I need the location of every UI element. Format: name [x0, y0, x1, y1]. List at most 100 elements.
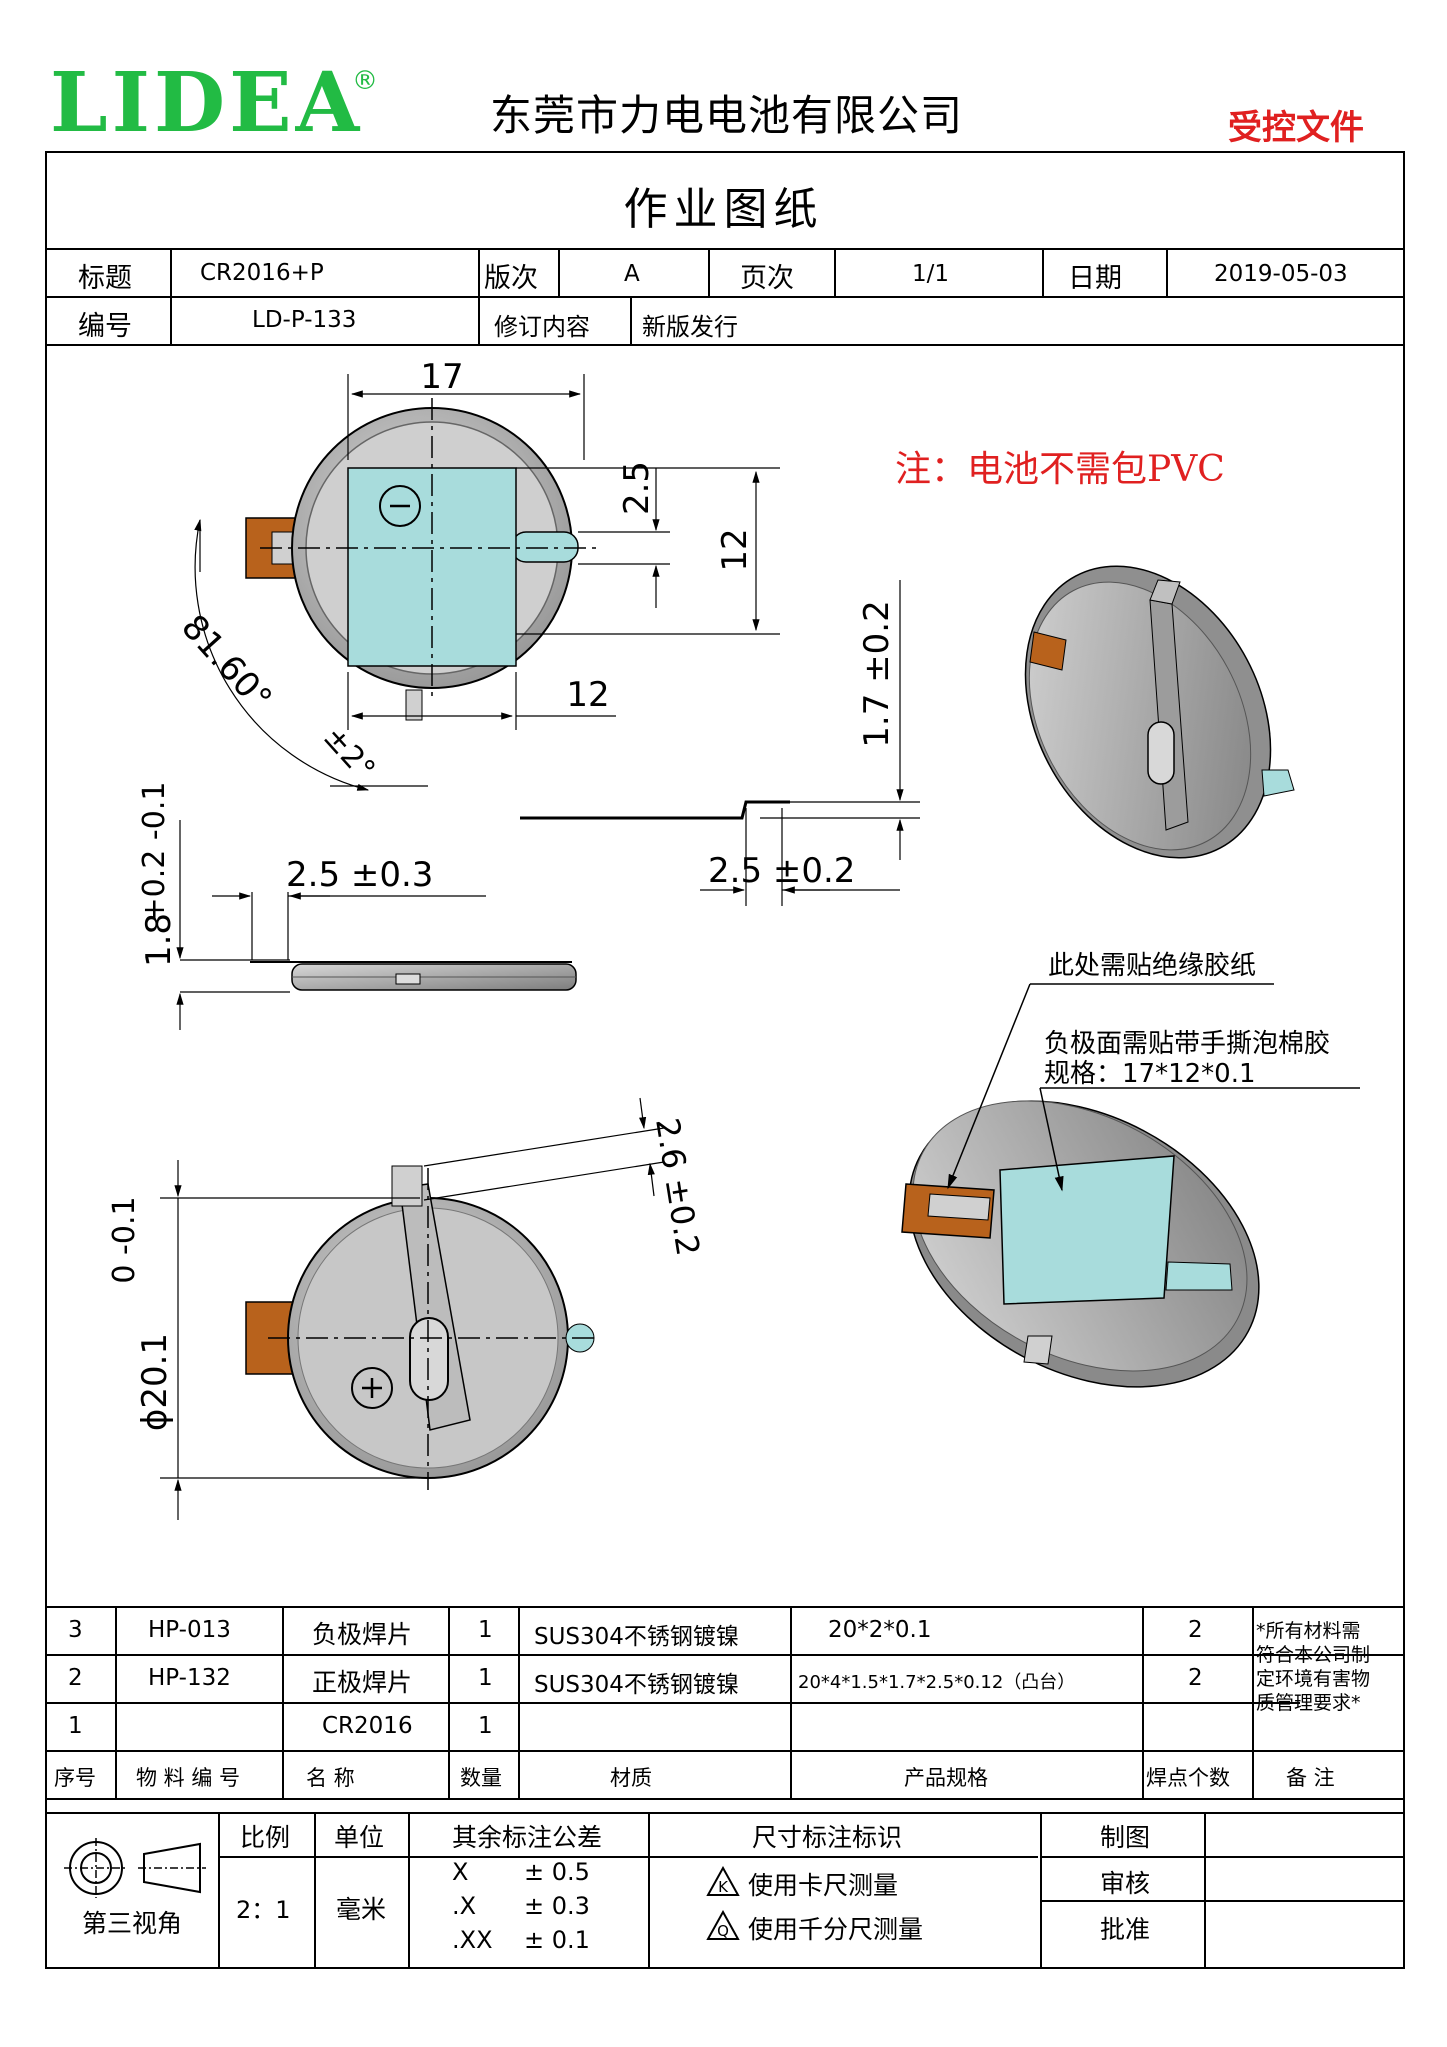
bom-qty: 1 [478, 1713, 493, 1739]
tolerance-value: ± 0.5 [524, 1858, 590, 1886]
bom-remark-line: 符合本公司制 [1256, 1644, 1371, 1666]
bom-header-seq: 序号 [54, 1766, 96, 1790]
scale-label: 比例 [240, 1823, 291, 1852]
callout-foam-line2: 规格：17*12*0.1 [1044, 1059, 1256, 1089]
bom-material: SUS304不锈钢镀镍 [534, 1624, 739, 1650]
page-value: 1/1 [912, 261, 950, 287]
bom-qty: 1 [478, 1665, 493, 1691]
unit-value: 毫米 [336, 1895, 387, 1924]
divider [45, 296, 1405, 298]
bom-remark-line: 质管理要求* [1256, 1692, 1361, 1714]
bom-seq: 1 [68, 1713, 83, 1739]
divider [1252, 1606, 1254, 1799]
dim-2-5-top: 2.5 [617, 461, 657, 515]
side-view: 1.8 +0.2 -0.1 2.5 ±0.3 [137, 782, 577, 1030]
revision-value: 新版发行 [642, 313, 738, 341]
tolerance-value: ± 0.1 [524, 1926, 590, 1954]
divider [45, 1654, 1405, 1656]
bom-header-welds: 焊点个数 [1146, 1766, 1230, 1790]
micrometer-text: 使用千分尺测量 [748, 1915, 924, 1944]
divider [45, 248, 1405, 250]
tolerance-value: ± 0.3 [524, 1892, 590, 1920]
bom-spec: 20*2*0.1 [828, 1617, 932, 1643]
divider [648, 1812, 650, 1968]
divider [45, 344, 1405, 346]
bom-name: 负极焊片 [312, 1620, 413, 1649]
svg-text:Q: Q [717, 1922, 729, 1940]
bom-header-spec: 产品规格 [904, 1766, 988, 1790]
divider [170, 248, 172, 345]
divider [45, 1812, 1405, 1814]
divider [45, 1702, 1300, 1704]
divider [518, 1606, 520, 1799]
bom-material: SUS304不锈钢镀镍 [534, 1672, 739, 1698]
foam-pad-3d [999, 1155, 1175, 1305]
divider [45, 1798, 1405, 1800]
marking-label: 尺寸标注标识 [752, 1823, 903, 1852]
bom-remark-line: *所有材料需 [1256, 1620, 1361, 1642]
registered-mark: ® [352, 66, 378, 96]
bom-name: 正极焊片 [312, 1668, 413, 1697]
divider [1040, 1812, 1042, 1968]
pvc-note: 注：电池不需包PVC [895, 449, 1225, 490]
divider [1042, 248, 1044, 296]
title-label: 标题 [78, 263, 132, 294]
bom-seq: 3 [68, 1617, 83, 1643]
bom-seq: 2 [68, 1665, 83, 1691]
callout-insulation: 此处需贴绝缘胶纸 [1048, 951, 1256, 981]
bom-qty: 1 [478, 1617, 493, 1643]
projection-label: 第三视角 [82, 1909, 183, 1938]
divider [1040, 1856, 1405, 1858]
drawing-title: 作业图纸 [623, 184, 824, 235]
iso-view-front: 此处需贴绝缘胶纸 负极面需贴带手撕泡棉胶 规格：17*12*0.1 [901, 951, 1360, 1388]
divider [218, 1856, 648, 1858]
bom-header-material: 材质 [610, 1766, 652, 1790]
divider [630, 296, 632, 344]
svg-text:K: K [718, 1878, 729, 1896]
divider [1204, 1812, 1206, 1968]
top-view: 17 12 2.5 12 81.60° ±2° [173, 357, 780, 791]
bottom-view: ϕ20.1 0 -0.1 2.6 ±0.2 [107, 1097, 707, 1520]
divider [1166, 248, 1168, 296]
controlled-document-stamp: 受控文件 [1228, 108, 1364, 148]
dim-12-vertical: 12 [715, 528, 755, 571]
unit-label: 单位 [334, 1823, 385, 1852]
dim-2-6: 2.6 ±0.2 [648, 1115, 707, 1258]
dim-1-8-tolerance: +0.2 -0.1 [137, 782, 172, 923]
divider [478, 248, 480, 345]
bom-header-name: 名 称 [306, 1766, 355, 1790]
divider [282, 1606, 284, 1799]
divider [648, 1856, 1038, 1858]
divider [218, 1812, 220, 1968]
scale-value: 2：1 [236, 1896, 291, 1924]
approved-label: 批准 [1100, 1915, 1151, 1944]
minus-symbol-icon [379, 485, 421, 527]
micrometer-warning-icon: Q [706, 1910, 740, 1940]
dim-2-5-step: 2.5 ±0.2 [708, 851, 855, 891]
date-label: 日期 [1068, 263, 1122, 294]
callout-foam-line1: 负极面需贴带手撕泡棉胶 [1044, 1029, 1330, 1059]
tolerance-label: 其余标注公差 [452, 1823, 603, 1852]
company-name: 东莞市力电电池有限公司 [490, 91, 964, 140]
third-angle-projection-icon [64, 1838, 206, 1898]
dim-angle: 81.60° [173, 607, 279, 719]
divider [834, 248, 836, 296]
dim-17: 17 [420, 357, 463, 397]
company-logo: LIDEA [50, 55, 364, 151]
title-value: CR2016+P [200, 260, 324, 286]
number-value: LD-P-133 [252, 307, 357, 333]
drawing-frame [45, 151, 1405, 1969]
divider [1142, 1606, 1144, 1799]
bom-welds: 2 [1188, 1665, 1203, 1691]
bom-spec: 20*4*1.5*1.7*2.5*0.12（凸台） [798, 1672, 1076, 1693]
revision-label: 修订内容 [494, 313, 590, 341]
dim-angle-tolerance: ±2° [316, 720, 382, 787]
bom-name: CR2016 [322, 1713, 413, 1739]
divider [408, 1812, 410, 1968]
bom-remark-line: 定环境有害物 [1256, 1668, 1371, 1690]
dim-12-horizontal: 12 [566, 675, 609, 715]
caliper-text: 使用卡尺测量 [748, 1871, 899, 1900]
bom-header-code: 物 料 编 号 [136, 1766, 241, 1790]
weld-slot [409, 1317, 449, 1401]
